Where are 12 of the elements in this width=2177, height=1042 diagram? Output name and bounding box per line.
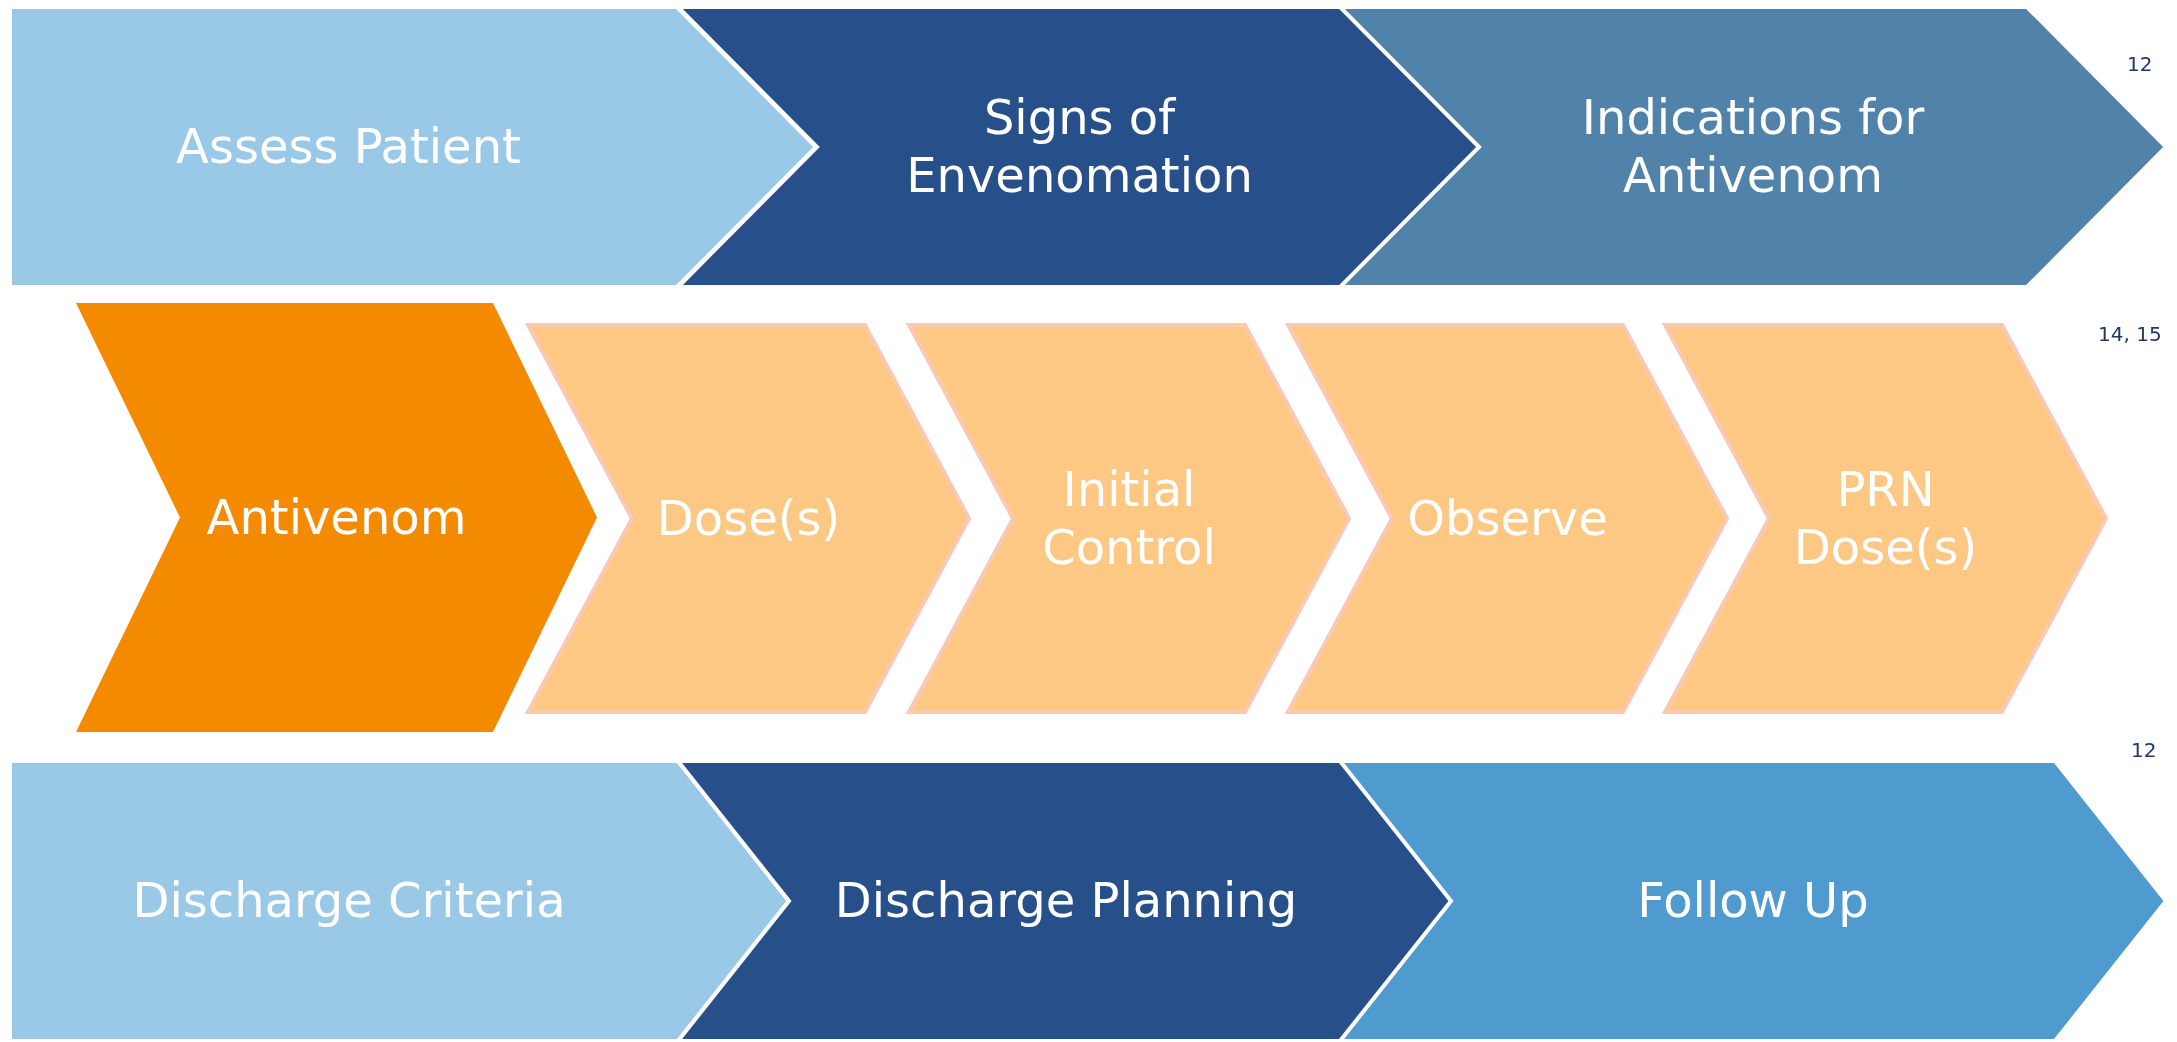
- step-label: Initial Control: [1041, 460, 1217, 577]
- step-label: Observe: [1407, 489, 1608, 548]
- reference-number: 14, 15: [2098, 322, 2162, 346]
- step-label: Discharge Planning: [834, 872, 1298, 930]
- step-label: Dose(s): [656, 489, 841, 548]
- step-label: PRN Dose(s): [1792, 460, 1979, 577]
- step-label: Antivenom: [206, 488, 467, 547]
- step-label: Indications for Antivenom: [1580, 89, 1926, 205]
- step-label: Follow Up: [1637, 872, 1869, 930]
- reference-number: 12: [2127, 52, 2153, 76]
- reference-number: 12: [2131, 738, 2157, 762]
- step-label: Signs of Envenomation: [905, 89, 1254, 205]
